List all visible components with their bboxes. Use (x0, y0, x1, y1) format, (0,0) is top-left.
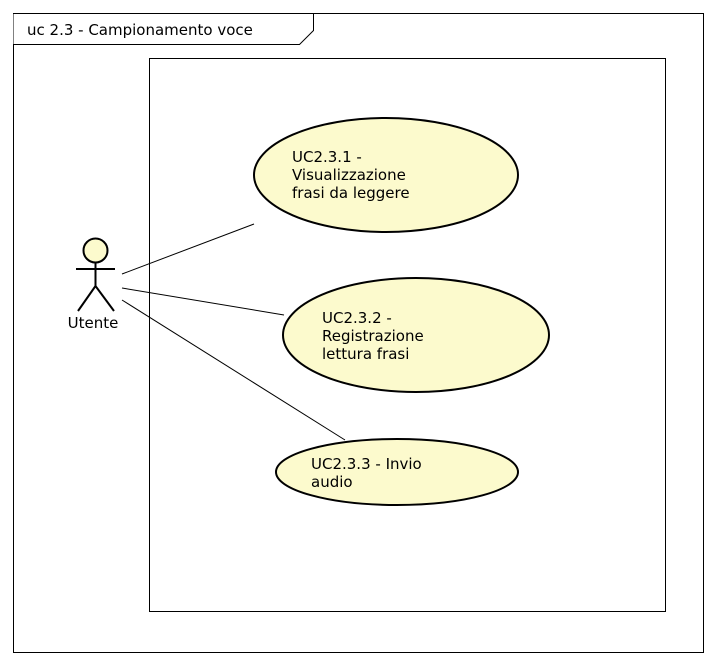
use-case-label: UC2.3.2 - Registrazione lettura frasi (322, 309, 428, 363)
use-case-label-line: UC2.3.2 - (322, 309, 392, 327)
frame-title: uc 2.3 - Campionamento voce (27, 21, 253, 39)
actor-left-leg (77, 285, 97, 312)
use-case-label-line: frasi da leggere (292, 184, 410, 202)
use-case-label-line: Visualizzazione (292, 166, 406, 184)
frame-title-tab (13, 13, 314, 45)
actor-utente[interactable]: Utente (68, 237, 119, 333)
use-case-ellipse (282, 277, 550, 393)
actor-right-leg (94, 285, 115, 312)
use-case-uc232[interactable]: UC2.3.2 - Registrazione lettura frasi (282, 277, 550, 393)
use-case-uc231[interactable]: UC2.3.1 - Visualizzazione frasi da legge… (253, 117, 519, 233)
actor-label: Utente (68, 314, 119, 332)
associations (121, 223, 346, 441)
use-case-label-line: lettura frasi (322, 345, 409, 363)
use-case-label-line: UC2.3.1 - (292, 148, 362, 166)
association-line (121, 299, 346, 441)
use-case-label-line: Registrazione (322, 327, 424, 345)
association-line (121, 287, 285, 316)
use-case-label-line: UC2.3.3 - Invio (311, 455, 422, 473)
association-line (121, 223, 255, 275)
use-case-uc233[interactable]: UC2.3.3 - Invio audio (275, 438, 519, 506)
use-case-label: UC2.3.1 - Visualizzazione frasi da legge… (292, 148, 411, 202)
use-case-label: UC2.3.3 - Invio audio (311, 455, 427, 491)
use-case-label-line: audio (311, 473, 353, 491)
actor-head (82, 237, 109, 264)
use-case-ellipse (275, 438, 519, 506)
use-case-ellipse (253, 117, 519, 233)
